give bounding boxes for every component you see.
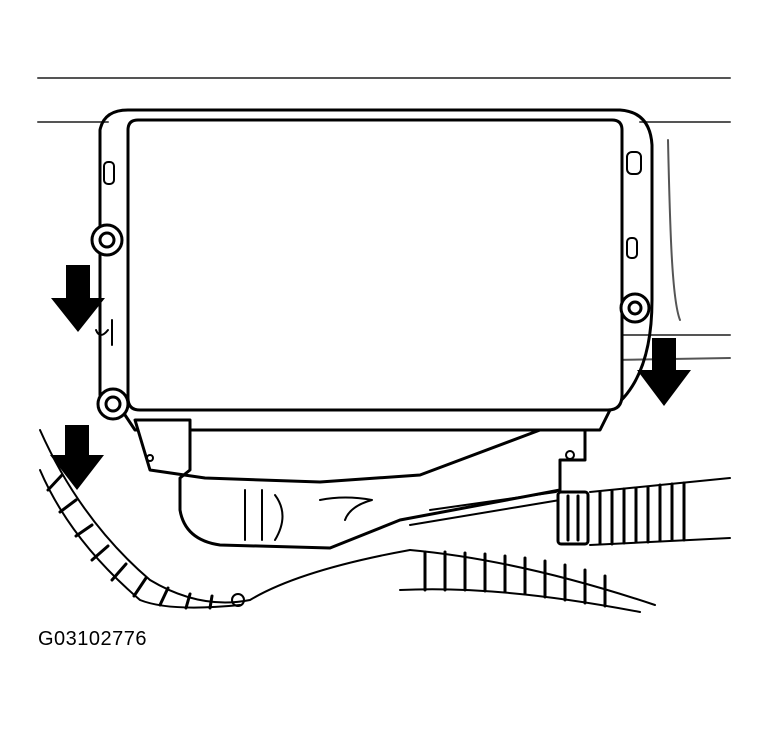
arrow-down-left-lower <box>50 425 104 490</box>
plug-connector <box>556 490 590 546</box>
bolt-top-left <box>90 223 124 257</box>
bolt-right <box>619 292 651 324</box>
mounting-bracket <box>98 108 654 432</box>
arrow-down-right <box>637 338 691 406</box>
figure-id-label: G03102776 <box>38 628 148 650</box>
bracket-slots <box>95 151 642 346</box>
control-module-housing <box>126 118 624 412</box>
arrow-down-left-upper <box>51 265 105 332</box>
bolt-bottom-left <box>96 387 130 421</box>
connector-details <box>146 450 575 541</box>
wiring-harness-lower <box>39 429 656 613</box>
wiring-harness-right <box>589 477 731 546</box>
connector-housing <box>133 418 587 550</box>
